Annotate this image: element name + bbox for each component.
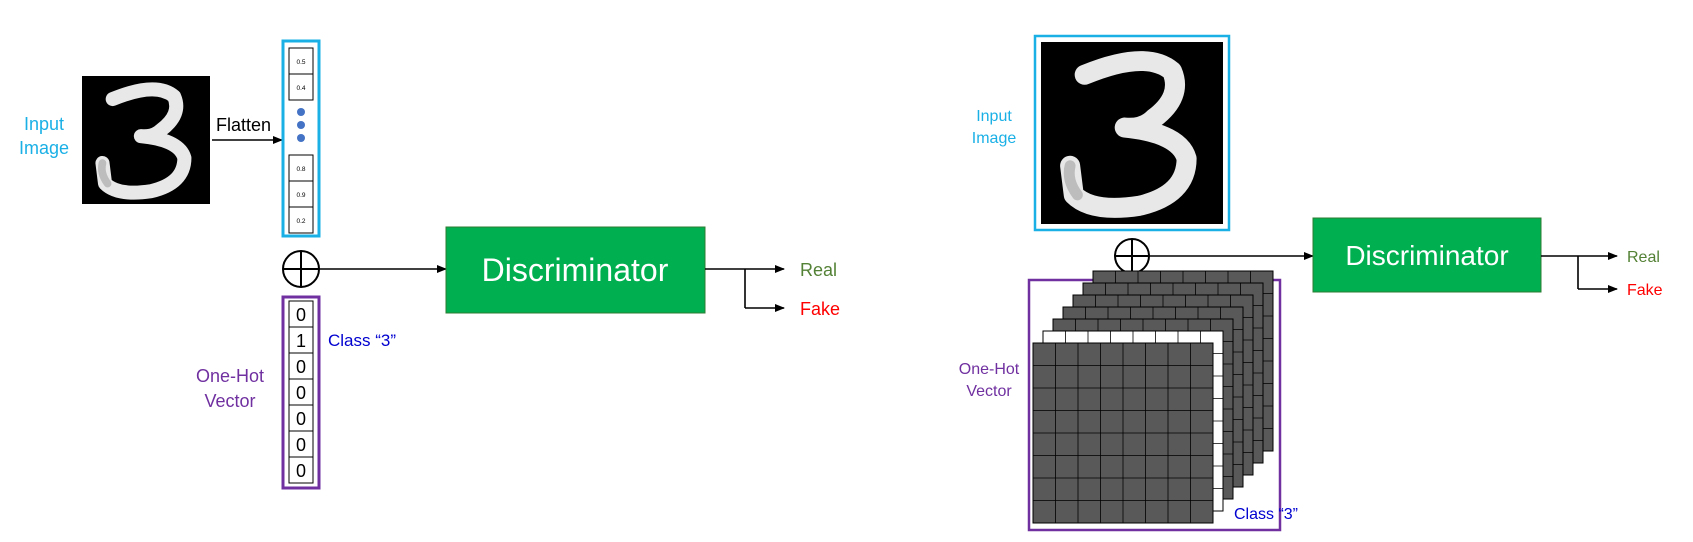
flatten-label: Flatten xyxy=(216,115,271,135)
onehot-cell xyxy=(288,300,314,328)
left-panel: Input Image Flatten 0.5 0.4 0.8 0.9 0.2 xyxy=(19,39,840,490)
discriminator-label: Discriminator xyxy=(1345,240,1508,271)
flattened-vector-cells xyxy=(288,47,314,234)
output-real-label: Real xyxy=(800,260,837,280)
input-image-label-line1: Input xyxy=(24,114,64,134)
right-panel: Input Image One-Hot Vector Class “3” Dis… xyxy=(959,34,1663,532)
input-image-frame xyxy=(1033,34,1231,232)
onehot-label-line1: One-Hot xyxy=(959,361,1020,378)
discriminator-block xyxy=(445,226,706,314)
flat-cell xyxy=(288,47,314,75)
onehot-label-line2: Vector xyxy=(204,391,255,411)
onehot-vector-cells xyxy=(288,300,314,484)
flat-value: 0.4 xyxy=(296,85,305,92)
onehot-value: 1 xyxy=(296,331,306,351)
onehot-value: 0 xyxy=(296,435,306,455)
flat-cell xyxy=(288,180,314,208)
input-image-label-line2: Image xyxy=(972,130,1017,147)
flat-cell xyxy=(288,206,314,234)
onehot-label-line1: One-Hot xyxy=(196,366,264,386)
flat-value: 0.5 xyxy=(296,59,305,66)
flat-value: 0.2 xyxy=(296,218,305,225)
onehot-value: 0 xyxy=(296,305,306,325)
output-real-label: Real xyxy=(1627,249,1660,266)
onehot-value: 0 xyxy=(296,357,306,377)
onehot-cell xyxy=(288,326,314,354)
discriminator-label: Discriminator xyxy=(482,252,669,288)
input-image-label-line2: Image xyxy=(19,138,69,158)
feature-map-layer xyxy=(1032,342,1214,524)
input-digit-image xyxy=(82,76,210,204)
onehot-cell xyxy=(288,456,314,484)
discriminator-block xyxy=(1312,217,1542,293)
circle-plus-icon xyxy=(1114,238,1150,274)
onehot-value: 0 xyxy=(296,461,306,481)
flat-cell xyxy=(288,73,314,101)
onehot-cell xyxy=(288,404,314,432)
class-label: Class “3” xyxy=(328,331,396,350)
input-digit-image xyxy=(1041,42,1223,224)
class-label: Class “3” xyxy=(1234,506,1298,523)
onehot-feature-maps xyxy=(1032,270,1274,524)
output-fake-label: Fake xyxy=(1627,282,1663,299)
flat-cell xyxy=(288,154,314,182)
circle-plus-icon xyxy=(282,250,320,288)
onehot-value: 0 xyxy=(296,383,306,403)
input-image-label-line1: Input xyxy=(976,108,1012,125)
onehot-vector-frame xyxy=(281,295,321,490)
flat-value: 0.9 xyxy=(296,192,305,199)
onehot-value: 0 xyxy=(296,409,306,429)
onehot-cell xyxy=(288,352,314,380)
flattened-vector-frame xyxy=(281,39,321,238)
flat-value: 0.8 xyxy=(296,166,305,173)
onehot-label-line2: Vector xyxy=(966,383,1012,400)
output-fake-label: Fake xyxy=(800,299,840,319)
ellipsis-dots xyxy=(297,108,305,142)
